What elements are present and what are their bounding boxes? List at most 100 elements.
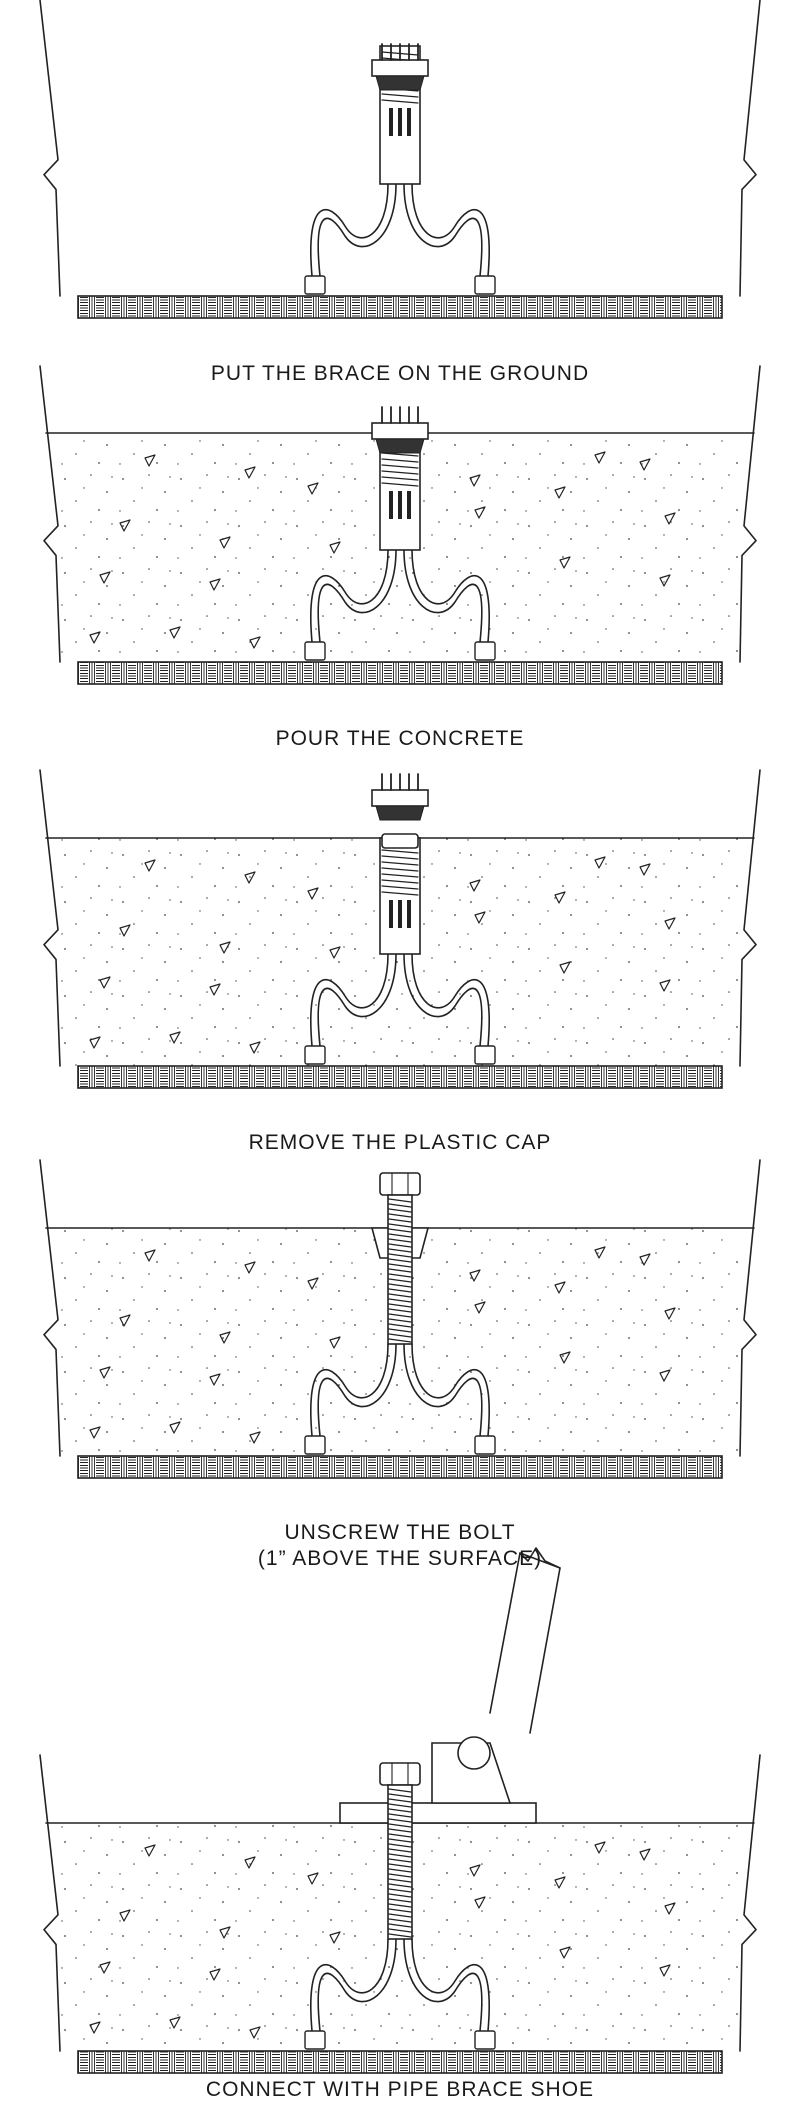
bolt-thread — [388, 1268, 412, 1273]
wire-leg-right — [411, 953, 490, 1047]
ground-band — [77, 1455, 723, 1479]
bolt-thread — [388, 1238, 412, 1243]
aggregate-triangle — [209, 578, 221, 591]
bolt-thread — [388, 1923, 412, 1928]
left-wall — [39, 365, 61, 663]
spring-coil — [381, 861, 419, 866]
bolt-head-flush — [381, 833, 419, 849]
right-wall — [739, 769, 761, 1067]
aggregate-triangle — [219, 1331, 231, 1344]
spring-coil — [381, 855, 419, 860]
bolt-head — [379, 1172, 421, 1196]
step-4-caption-line-1: UNSCREW THE BOLT — [284, 1521, 516, 1544]
ground-band — [77, 661, 723, 685]
aggregate-triangle — [307, 1277, 319, 1290]
aggregate-triangle — [594, 856, 606, 869]
aggregate-triangle — [244, 466, 256, 479]
ground-band — [77, 1065, 723, 1089]
step-5-caption-line: CONNECT WITH PIPE BRACE SHOE — [205, 2078, 595, 2101]
bolt-head-facets — [391, 1762, 409, 1786]
bolt-thread — [388, 1863, 412, 1868]
wire-leg-right-inner — [403, 1343, 483, 1437]
aggregate-triangle — [244, 1856, 256, 1869]
aggregate-triangle — [119, 519, 131, 532]
wire-leg-right — [411, 1343, 490, 1437]
wire-leg-left-inner — [317, 549, 397, 643]
spring-coil — [381, 891, 419, 896]
aggregate-triangle — [144, 454, 156, 467]
aggregate-triangle — [119, 1909, 131, 1922]
sleeve-slot — [389, 491, 393, 519]
bolt-thread — [388, 1253, 412, 1258]
step-1-brace-on-ground — [39, 0, 761, 319]
bolt-thread — [388, 1818, 412, 1823]
bolt-thread — [388, 1813, 412, 1818]
aggregate-triangle — [219, 941, 231, 954]
bolt-head-facets — [391, 1172, 409, 1196]
bolt-thread — [388, 1933, 412, 1938]
left-wall — [39, 1159, 61, 1457]
aggregate-triangle — [664, 917, 676, 930]
bolt-thread — [388, 1893, 412, 1898]
sleeve-slot — [407, 491, 411, 519]
aggregate-triangle — [307, 1872, 319, 1885]
aggregate-triangle — [169, 1421, 181, 1434]
bolt-thread — [388, 1223, 412, 1228]
aggregate-triangle — [219, 536, 231, 549]
bolt-thread — [388, 1273, 412, 1278]
aggregate-triangle — [209, 1373, 221, 1386]
aggregate-triangle — [659, 574, 671, 587]
right-wall — [739, 1754, 761, 2052]
wire-leg-left — [310, 1343, 389, 1437]
step-4-caption: UNSCREW THE BOLT (1” ABOVE THE SURFACE) — [0, 1520, 800, 1572]
left-wall — [39, 0, 61, 297]
plastic-cap-body — [375, 805, 425, 821]
aggregate-triangle — [559, 1351, 571, 1364]
bolt-thread — [388, 1848, 412, 1853]
aggregate-triangle — [249, 1041, 261, 1054]
spring-coil — [381, 458, 419, 463]
aggregate-triangle — [329, 946, 341, 959]
aggregate-triangle — [474, 506, 486, 519]
anchor-sleeve — [379, 837, 421, 955]
bolt-thread — [388, 1283, 412, 1288]
aggregate-triangle — [329, 541, 341, 554]
ground-band — [77, 2050, 723, 2074]
bolt-thread — [388, 1868, 412, 1873]
aggregate-triangle — [474, 1301, 486, 1314]
aggregate-triangle — [169, 1031, 181, 1044]
sleeve-slot — [398, 108, 402, 136]
wire-leg-right-inner — [403, 953, 483, 1047]
shoe-hex-bolt — [457, 1736, 491, 1770]
bolt-thread — [388, 1903, 412, 1908]
aggregate-triangle — [554, 891, 566, 904]
aggregate-triangle — [469, 1269, 481, 1282]
bolt-thread — [388, 1888, 412, 1893]
spring-coil — [381, 464, 419, 469]
spring-coil — [381, 93, 419, 98]
bolt-thread — [388, 1878, 412, 1883]
aggregate-triangle — [469, 1864, 481, 1877]
bolt-thread — [388, 1213, 412, 1218]
bolt-thread — [388, 1298, 412, 1303]
foot-left — [304, 1045, 326, 1065]
foot-left — [304, 275, 326, 295]
bolt-thread — [388, 1288, 412, 1293]
bolt-thread — [388, 1913, 412, 1918]
aggregate-triangle — [169, 626, 181, 639]
aggregate-triangle — [664, 1902, 676, 1915]
bolt-thread — [388, 1198, 412, 1203]
right-wall — [739, 365, 761, 663]
bolt-thread — [388, 1808, 412, 1813]
step-3-caption: REMOVE THE PLASTIC CAP — [0, 1130, 800, 1156]
aggregate-triangle — [639, 458, 651, 471]
sleeve-slot — [407, 900, 411, 928]
aggregate-triangle — [244, 871, 256, 884]
bolt-thread — [388, 1263, 412, 1268]
plastic-cap-body — [375, 75, 425, 91]
spring-coil — [381, 885, 419, 890]
bolt-thread — [388, 1853, 412, 1858]
spring-coil — [381, 99, 419, 104]
bolt-thread — [388, 1318, 412, 1323]
